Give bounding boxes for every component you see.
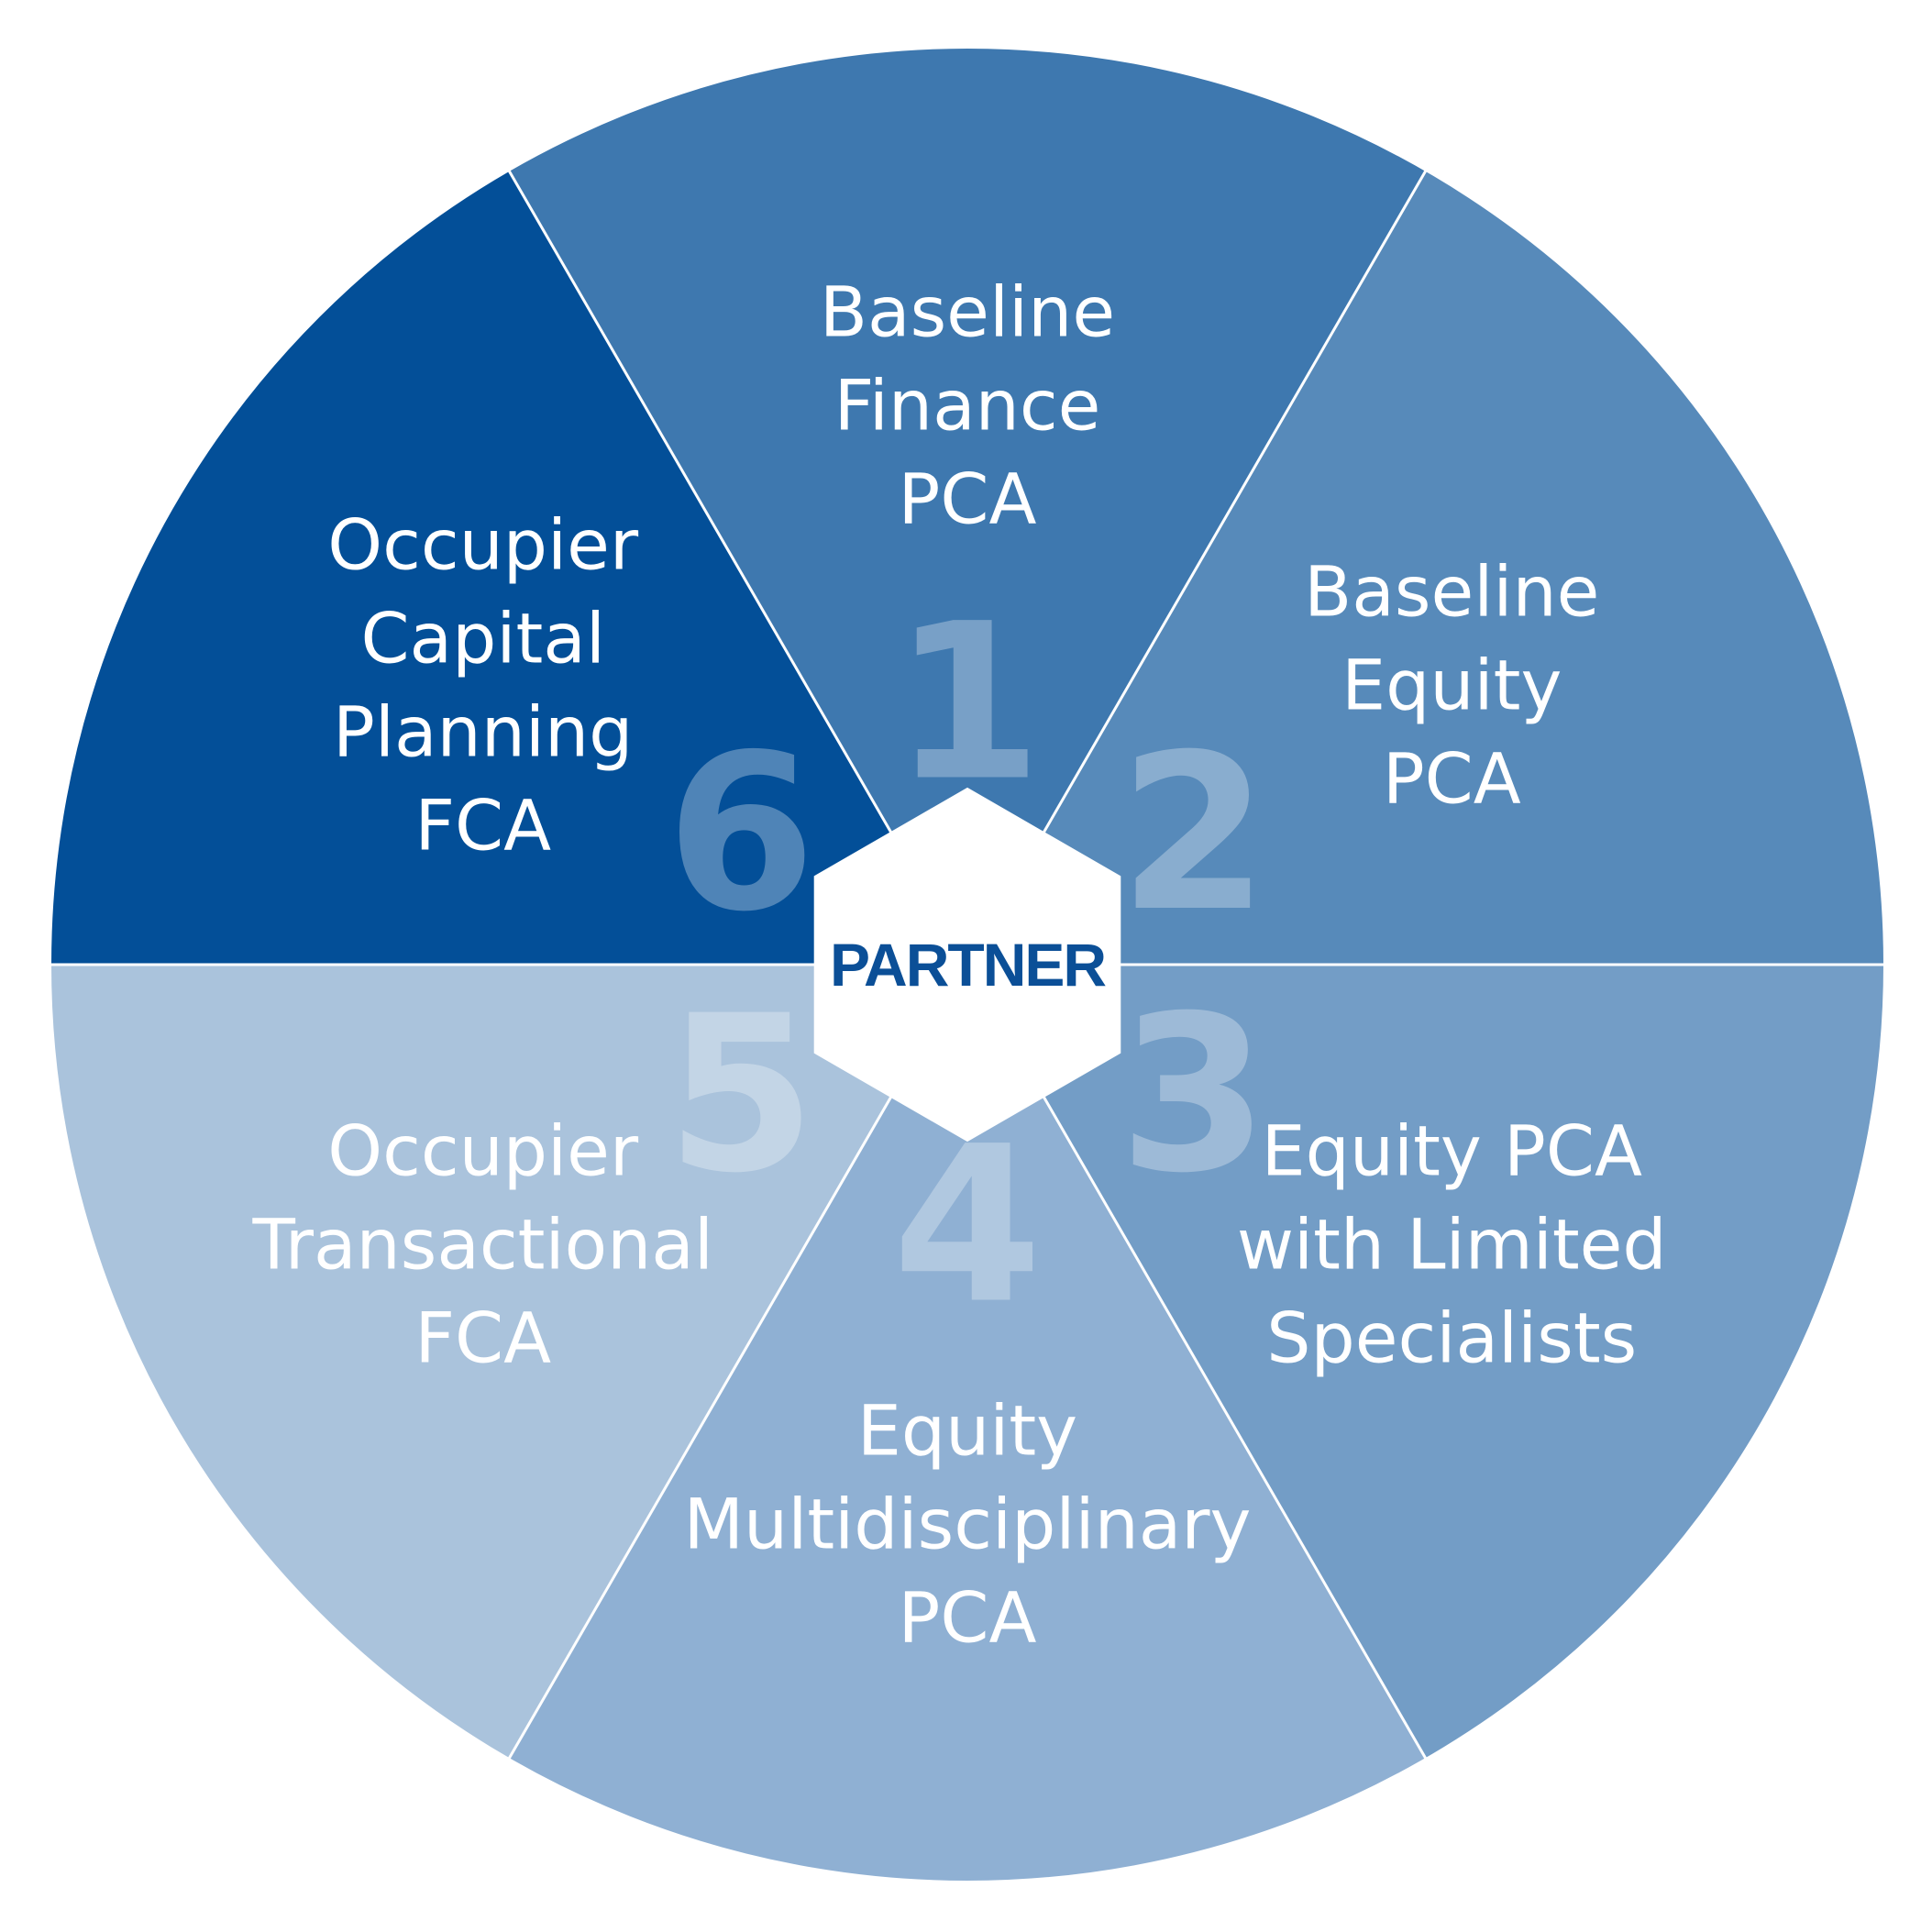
segment-label-line: Baseline	[1304, 551, 1599, 633]
segment-label-line: Equity	[857, 1390, 1077, 1472]
segment-label-line: Occupier	[327, 1110, 639, 1192]
segment-number-1: 1	[892, 579, 1043, 829]
segment-number-2: 2	[1119, 709, 1269, 959]
segment-label-line: Capital	[360, 598, 604, 679]
segment-label-line: FCA	[414, 1297, 551, 1379]
segment-label-line: Baseline	[820, 271, 1115, 353]
center-label: PARTNER	[830, 931, 1106, 999]
wheel-segment-5	[50, 965, 967, 1760]
segment-number-6: 6	[666, 709, 816, 959]
segment-label-line: Specialists	[1266, 1297, 1637, 1379]
segment-label-line: Equity	[1341, 645, 1562, 726]
wheel-segment-1	[509, 48, 1426, 965]
segment-label-line: Planning	[333, 691, 633, 773]
wheel-segment-3	[967, 965, 1884, 1760]
segment-label-line: PCA	[1383, 738, 1521, 820]
segment-label-line: Finance	[834, 365, 1101, 447]
segment-label-line: PCA	[899, 458, 1037, 540]
wheel-segment-2	[967, 170, 1884, 965]
segment-number-4: 4	[892, 1101, 1043, 1352]
segment-label-line: Occupier	[327, 504, 639, 586]
center-hub: PARTNER	[813, 787, 1121, 1143]
wheel-segment-4	[509, 965, 1426, 1882]
wheel-segment-6	[50, 170, 967, 965]
segment-label-line: Multidisciplinary	[683, 1484, 1251, 1565]
center-hexagon	[813, 787, 1121, 1143]
wheel-segments	[50, 48, 1884, 1882]
segment-number-3: 3	[1119, 970, 1269, 1220]
wheel-outline	[50, 47, 1885, 1882]
segment-label-line: FCA	[414, 785, 551, 867]
segment-label-line: PCA	[899, 1577, 1037, 1659]
segment-number-5: 5	[666, 970, 816, 1220]
segment-label-line: with Limited	[1237, 1204, 1667, 1286]
segment-label-line: Equity PCA	[1262, 1110, 1642, 1192]
segment-label-line: Transactional	[251, 1204, 712, 1286]
